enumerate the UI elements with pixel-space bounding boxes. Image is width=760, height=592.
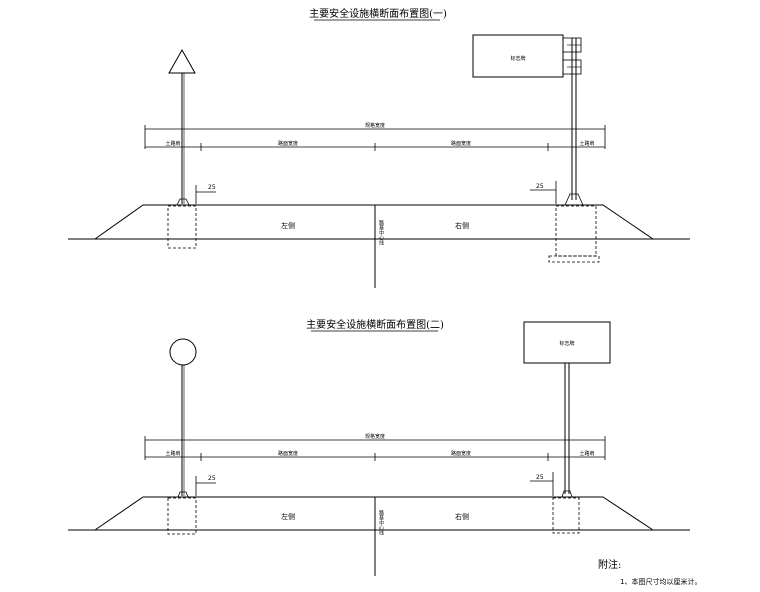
segment-label-4: 土路肩	[579, 450, 594, 457]
right-foundation	[552, 497, 580, 534]
road-embankment	[94, 496, 654, 531]
notes: 附注: 1、本图尺寸均以厘米计。	[598, 558, 701, 586]
diagram-1: 主要安全设施横断面布置图(一) 25 标志牌 25	[68, 7, 690, 288]
segment-label-1: 土路肩	[165, 450, 180, 457]
sign-panel-label: 标志牌	[510, 55, 525, 62]
right-foundation	[555, 205, 597, 257]
left-side-label: 左侧	[281, 221, 295, 230]
left-pole-base	[177, 491, 189, 498]
notes-item-1: 1、本图尺寸均以厘米计。	[620, 577, 701, 586]
sign-panel-label: 标志牌	[559, 340, 574, 347]
left-foundation	[167, 497, 197, 535]
sign-panel	[523, 321, 611, 364]
left-pole-base	[176, 198, 190, 206]
triangle-sign	[168, 48, 196, 74]
right-side-label: 右侧	[455, 221, 469, 230]
segment-label-3: 路面宽度	[451, 450, 471, 457]
left-side-label: 左侧	[281, 512, 295, 521]
right-pole-base	[561, 490, 573, 498]
diagram-2: 主要安全设施横断面布置图(二) 25 标志牌 25 规格宽度 土路肩	[68, 318, 690, 576]
right-pole-base	[564, 193, 584, 206]
notes-title: 附注:	[598, 558, 621, 571]
centerline-label: 路基中心线	[378, 219, 384, 245]
circle-sign	[169, 338, 197, 366]
left-offset-label: 25	[208, 475, 216, 482]
segment-label-3: 路面宽度	[451, 140, 471, 147]
overall-width-label: 规格宽度	[365, 433, 385, 440]
left-foundation	[167, 205, 197, 249]
left-offset-label: 25	[208, 184, 216, 191]
segment-label-2: 路面宽度	[278, 450, 298, 457]
diagram-2-title: 主要安全设施横断面布置图(二)	[306, 318, 444, 331]
right-offset-label: 25	[536, 474, 544, 481]
segment-label-2: 路面宽度	[278, 140, 298, 147]
diagram-1-title: 主要安全设施横断面布置图(一)	[309, 7, 447, 20]
overall-width-label: 规格宽度	[365, 122, 385, 129]
right-side-label: 右侧	[455, 512, 469, 521]
right-foundation-footing	[548, 255, 600, 263]
road-embankment	[94, 204, 654, 240]
sign-panel	[472, 34, 564, 78]
right-offset-label: 25	[536, 183, 544, 190]
segment-label-1: 土路肩	[165, 140, 180, 147]
centerline-label: 路基中心线	[378, 509, 384, 535]
segment-label-4: 土路肩	[579, 140, 594, 147]
